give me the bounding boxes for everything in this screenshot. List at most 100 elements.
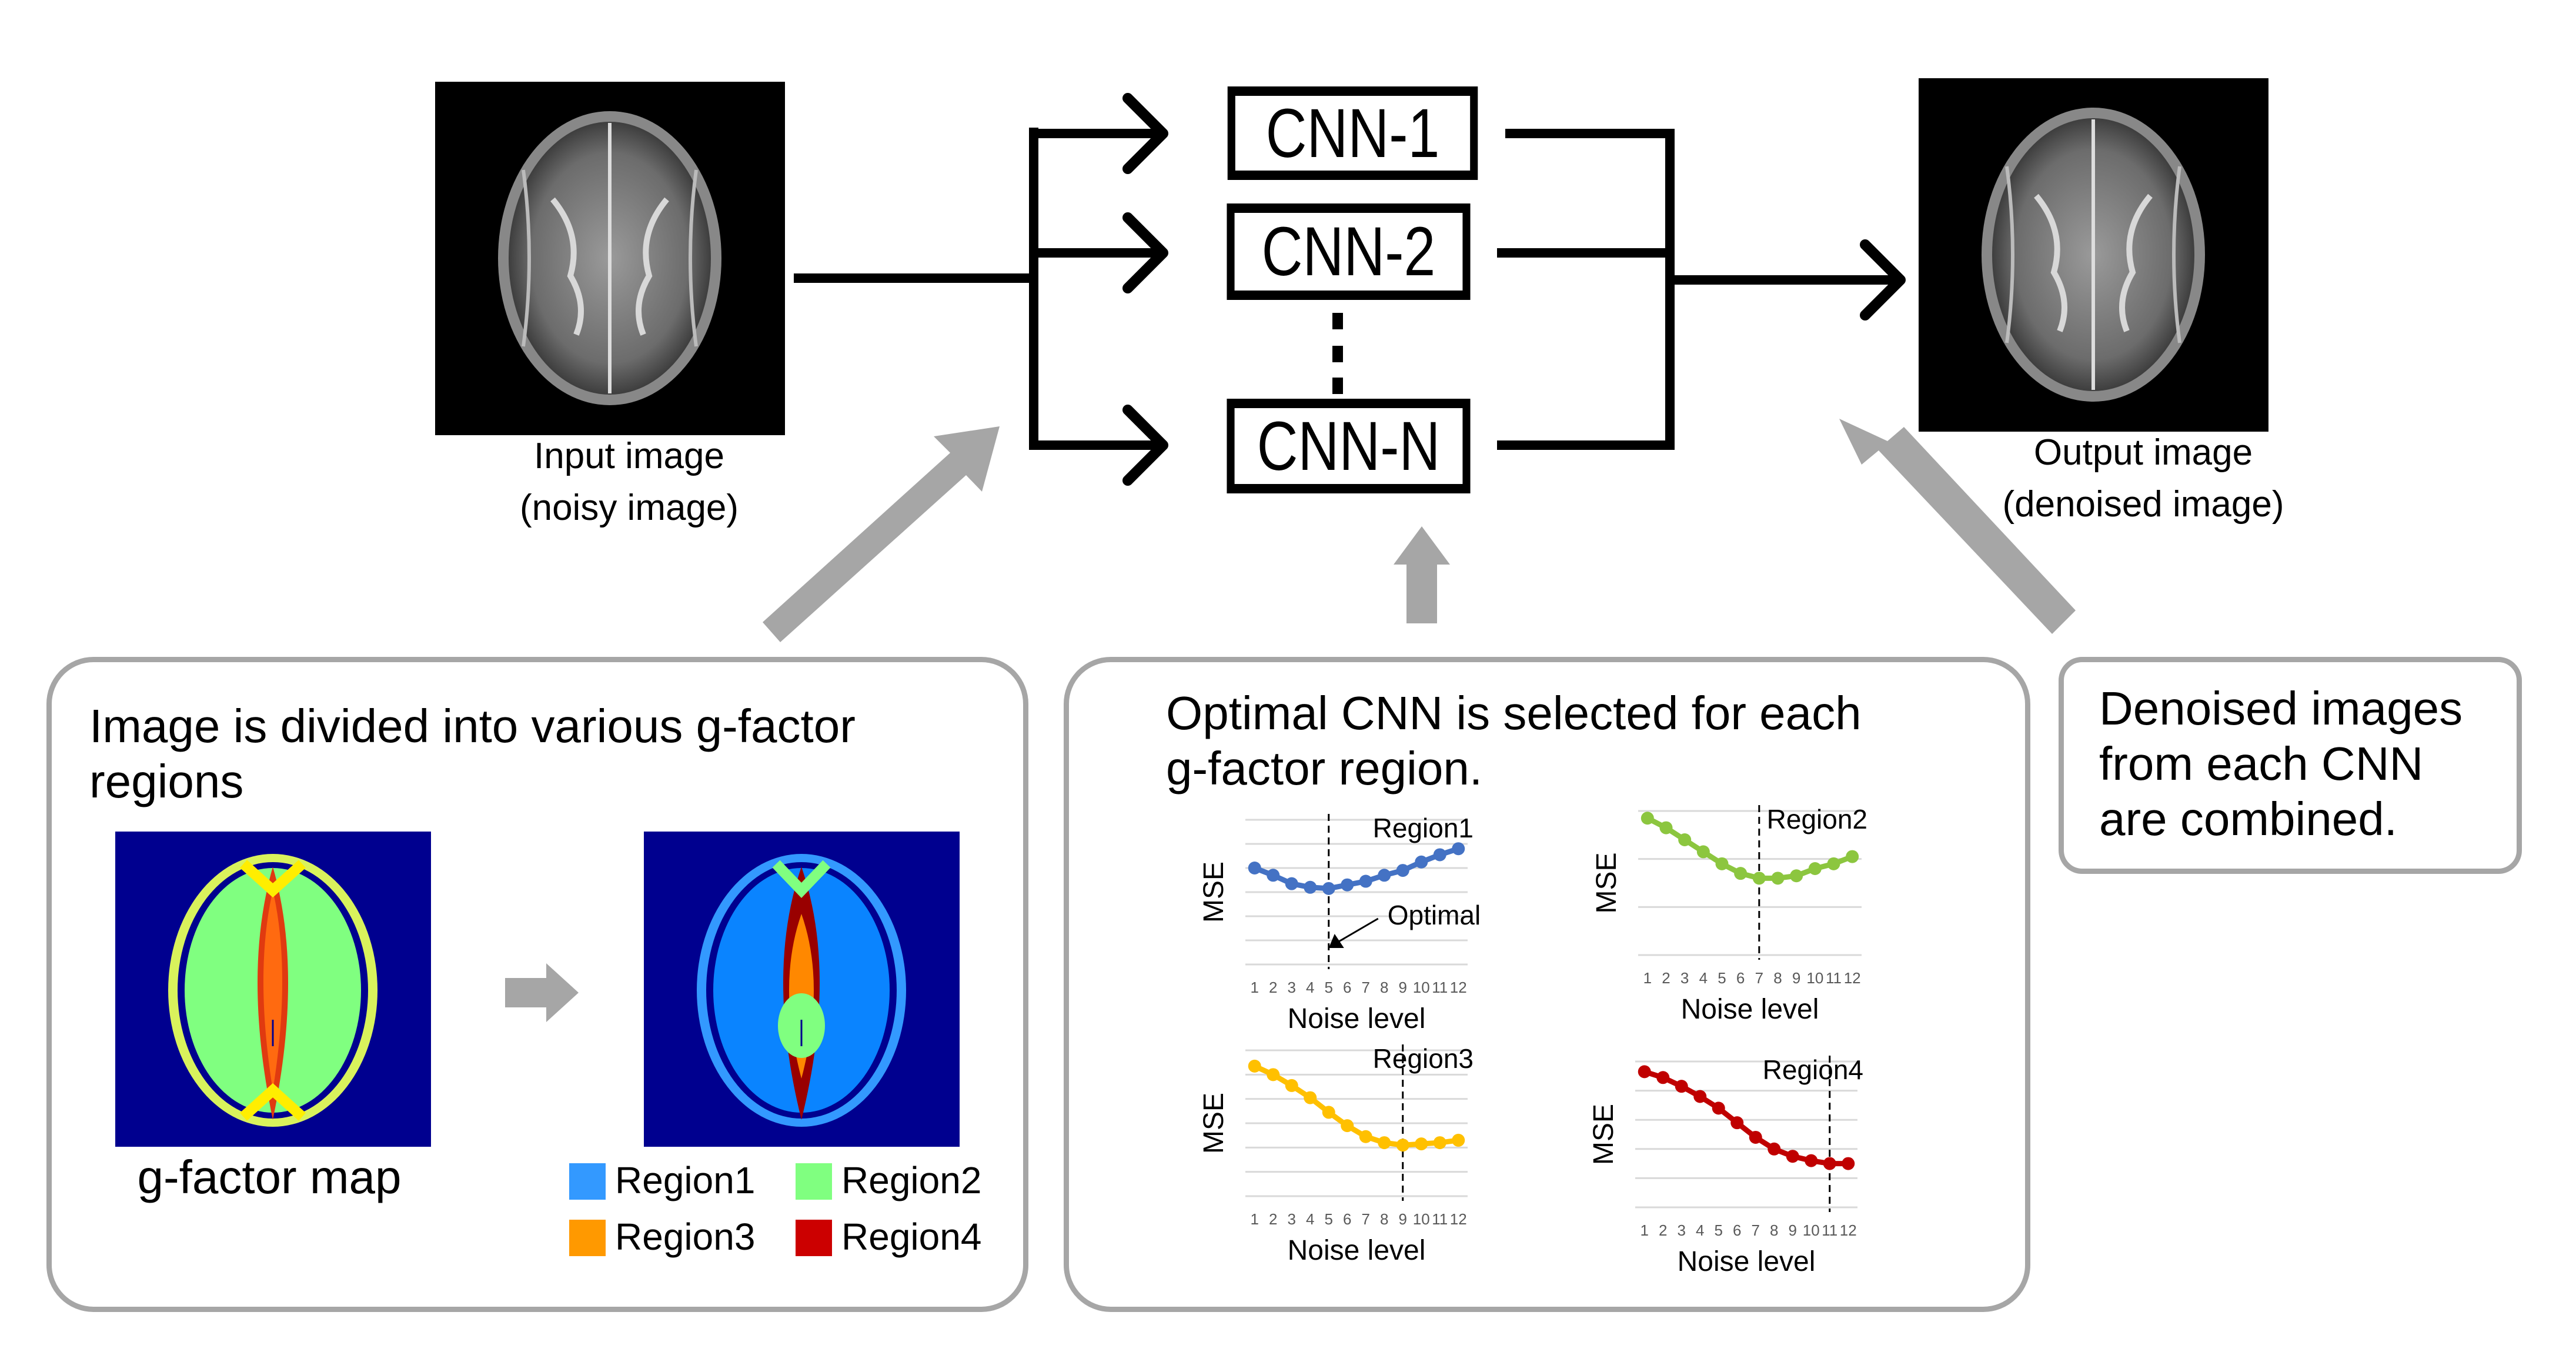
legend-swatch-region3 [569,1220,606,1256]
chart-1-point [1396,864,1409,877]
output-label-line1: Output image [2033,432,2253,473]
chart-4-point [1786,1150,1799,1163]
chart-4-point [1842,1157,1855,1170]
chart-3-point [1396,1139,1409,1152]
chart-3-tick-label: 6 [1343,1210,1351,1228]
chart-1-tick-label: 4 [1306,979,1314,996]
chart-3-xlabel: Noise level [1288,1235,1426,1266]
chart-2-point [1827,857,1840,870]
gfactor-panel: Image is divided into various g-factor r… [46,657,1028,1312]
chart-1-tick-label: 8 [1380,979,1388,996]
chart-1-tick-label: 6 [1343,979,1351,996]
input-label-line2: (noisy image) [519,488,739,528]
legend-label-region2: Region2 [841,1159,982,1201]
chart-2-point [1696,845,1710,859]
right-arrow-icon [505,963,579,1022]
chart-3-tick-label: 10 [1413,1210,1430,1228]
chart-2-point [1771,872,1785,885]
chart-4-tick-label: 4 [1696,1221,1704,1239]
cnn-label: CNN-N [1257,407,1441,485]
legend-swatch-region1 [569,1163,606,1200]
arrowhead-2 [1122,212,1168,293]
chart-3-point [1452,1133,1465,1147]
chart-1-point [1341,878,1354,892]
chart-1-point [1359,874,1372,888]
legend-label-region3: Region3 [615,1216,756,1258]
input-label-line1: Input image [534,436,724,476]
region-legend: Region1 Region2 Region3 Region4 [569,1156,1016,1274]
optimal-annotation-arrowhead [1328,934,1344,948]
arrowhead-1 [1122,93,1168,174]
gfactor-panel-title: Image is divided into various g-factor r… [89,700,856,807]
region-map-image [644,832,960,1147]
chart-3-tick-label: 9 [1399,1210,1407,1228]
brain-mri-icon [1982,108,2205,402]
chart-3-tick-label: 1 [1251,1210,1259,1228]
chart-3-point [1378,1136,1391,1150]
chart-4-tick-label: 7 [1752,1221,1760,1239]
brain-mri-icon [498,111,721,405]
chart-3-line [1253,1063,1459,1148]
chart-1-tick-label: 11 [1432,979,1448,996]
input-image-caption: Input image (noisy image) [412,430,847,534]
chart-3-point [1341,1119,1354,1133]
chart-3-tick-label: 5 [1325,1210,1333,1228]
chart-1-xlabel: Noise level [1288,1003,1426,1034]
chart-1-point [1304,880,1317,894]
cnn-selection-panel: Optimal CNN is selected for each g-facto… [1064,657,2030,1312]
legend-label-region4: Region4 [841,1216,982,1258]
chart-3-point [1359,1130,1372,1143]
combine-panel-text: Denoised images from each CNN are combin… [2099,682,2463,845]
chart-4-point [1749,1130,1762,1144]
legend-swatch-region4 [796,1220,832,1256]
output-image [1919,78,2268,432]
chart-4-point [1823,1157,1836,1170]
chart-1-tick-label: 5 [1325,979,1333,996]
gfactor-map-image [115,832,431,1147]
chart-2-point [1678,833,1692,846]
chart-1-point [1267,869,1280,882]
ellipsis-dot-3 [1332,378,1343,394]
chart-4-tick-label: 10 [1803,1221,1820,1239]
chart-2-tick-label: 4 [1699,969,1708,987]
chart-3-point [1433,1136,1446,1150]
chart-4-tick-label: 8 [1770,1221,1778,1239]
chart-2-tick-label: 7 [1755,969,1763,987]
chart-2-point [1734,867,1748,880]
chart-3-point [1267,1068,1280,1081]
chart-2-tick-label: 8 [1773,969,1782,987]
chart-4-point [1693,1090,1707,1103]
input-image [435,82,785,435]
combine-panel: Denoised images from each CNN are combin… [2059,657,2522,874]
chart-4-point [1712,1101,1725,1115]
chart-2-title: Region2 [1767,804,1867,834]
chart-4-tick-label: 1 [1641,1221,1649,1239]
chart-1-point [1452,842,1465,856]
chart-3-point [1322,1106,1335,1119]
gray-arrow-center-shape [1394,526,1450,623]
output-arrowhead [1860,239,1906,321]
chart-1-tick-label: 10 [1413,979,1430,996]
chart-2-point [1752,872,1766,885]
legend-swatch-region2 [796,1163,832,1200]
chart-3-point [1415,1137,1428,1151]
chart-3-tick-label: 3 [1288,1210,1296,1228]
output-image-caption: Output image (denoised image) [1923,427,2364,530]
cnn-label: CNN-2 [1261,213,1436,291]
chart-4-tick-label: 11 [1822,1221,1837,1239]
chart-2-point [1659,821,1673,834]
ellipsis-dot-1 [1332,313,1343,329]
chart-3-tick-label: 2 [1269,1210,1277,1228]
chart-1-tick-label: 3 [1288,979,1296,996]
chart-4-point [1730,1116,1744,1130]
optimal-annotation-label: Optimal [1388,900,1481,930]
cnn-selection-panel-title: Optimal CNN is selected for each g-facto… [1166,687,1862,794]
chart-3-point [1285,1079,1298,1092]
region-map-icon [697,854,906,1127]
chart-2-tick-label: 11 [1826,969,1842,987]
chart-2-tick-label: 10 [1806,969,1823,987]
chart-3-tick-label: 8 [1380,1210,1388,1228]
legend-label-region1: Region1 [615,1159,756,1201]
chart-3-point [1248,1059,1261,1073]
cnn-box-1: CNN-1 [1227,86,1478,180]
